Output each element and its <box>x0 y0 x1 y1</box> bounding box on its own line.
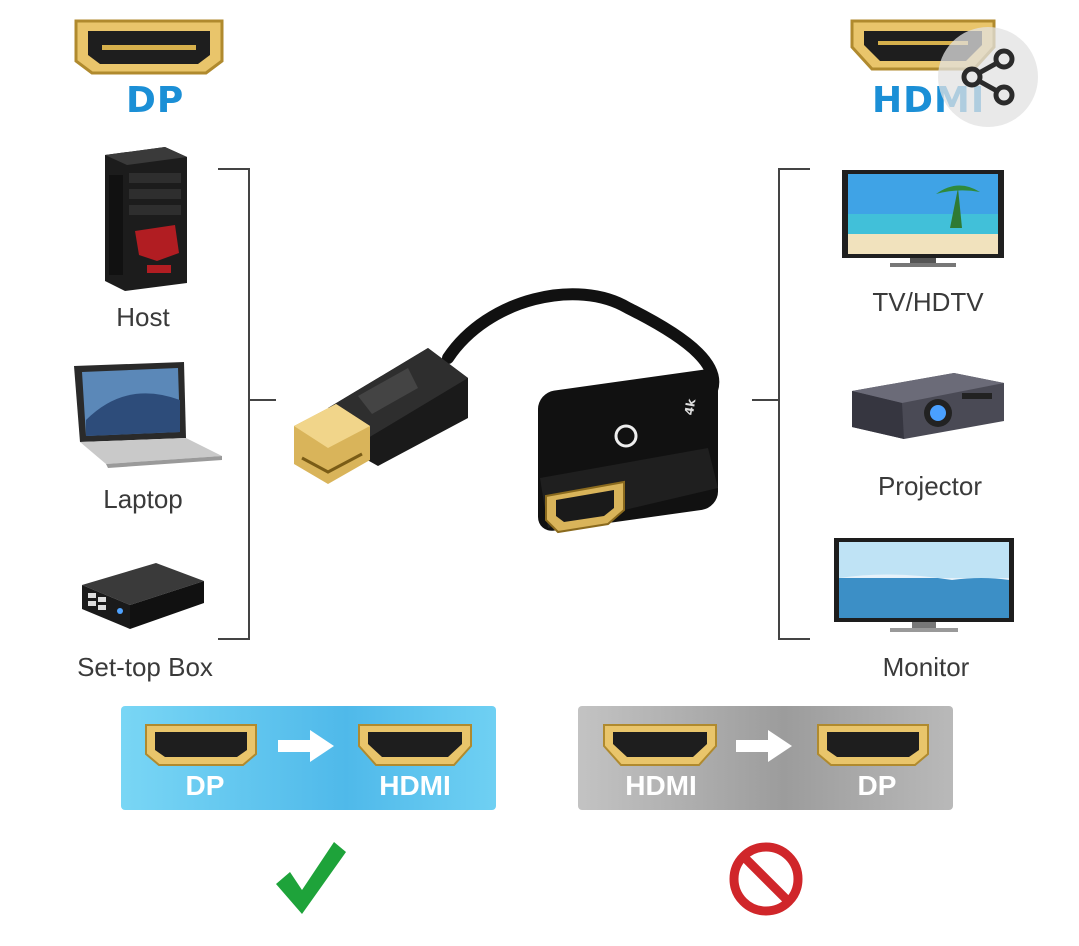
arrow-right-icon <box>278 730 334 762</box>
tv-icon <box>842 170 1004 267</box>
adapter-4k-badge: 4k <box>681 397 699 417</box>
displays-bracket <box>778 168 810 640</box>
desktop-tower-icon <box>105 147 187 291</box>
display-label-monitor: Monitor <box>882 652 970 682</box>
displays-bracket-tick <box>752 399 780 401</box>
dp-port-icon <box>145 724 257 766</box>
hdmi-port-icon <box>358 724 472 766</box>
prohibited-icon <box>729 842 803 916</box>
hdmi-port-icon <box>603 724 717 766</box>
source-label-laptop: Laptop <box>103 484 183 514</box>
dp-port-icon <box>74 19 224 75</box>
dp-to-hdmi-adapter-icon <box>294 288 720 534</box>
display-label-tv: TV/HDTV <box>872 287 984 317</box>
share-icon <box>961 48 1015 106</box>
set-top-box-icon <box>82 563 204 629</box>
sources-bracket-tick <box>248 399 276 401</box>
laptop-icon <box>74 362 222 468</box>
projector-icon <box>852 373 1004 439</box>
source-label-host: Host <box>116 302 170 332</box>
dp-port-icon <box>817 724 929 766</box>
monitor-icon <box>834 538 1014 632</box>
supported-to-label: HDMI <box>379 770 451 801</box>
unsupported-to-label: DP <box>857 770 897 801</box>
source-label-set-top-box: Set-top Box <box>77 652 213 682</box>
checkmark-icon <box>276 842 346 914</box>
supported-from-label: DP <box>185 770 225 801</box>
sources-bracket <box>218 168 250 640</box>
dp-title: DP <box>126 80 185 121</box>
unsupported-from-label: HDMI <box>625 770 697 801</box>
share-button[interactable] <box>938 27 1038 127</box>
display-label-projector: Projector <box>877 471 983 501</box>
arrow-right-icon <box>736 730 792 762</box>
